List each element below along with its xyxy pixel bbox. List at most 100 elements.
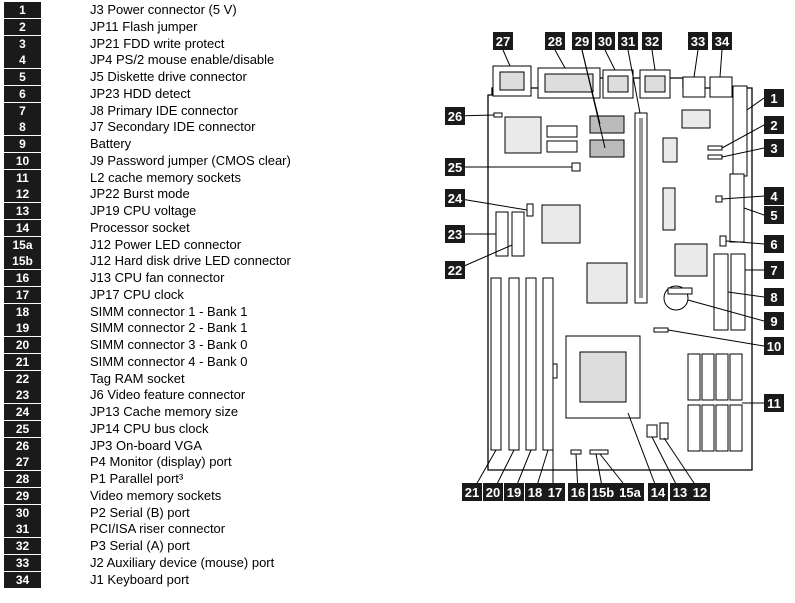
fdd-write-protect-jumper — [707, 154, 723, 160]
legend-item: 22 Tag RAM socket — [0, 370, 360, 387]
callout-8: 8 — [764, 288, 784, 306]
svg-text:28: 28 — [548, 34, 562, 49]
legend-label: J12 Power LED connector — [90, 236, 242, 252]
callout-3: 3 — [764, 139, 784, 157]
legend-label: JP21 FDD write protect — [90, 35, 225, 51]
svg-text:12: 12 — [693, 485, 707, 500]
svg-text:14: 14 — [651, 485, 666, 500]
legend-label: JP14 CPU bus clock — [90, 420, 209, 436]
rear-ports — [492, 65, 733, 99]
simm-sockets — [490, 277, 554, 451]
svg-text:10: 10 — [767, 339, 781, 354]
legend-number-badge: 12 — [4, 186, 41, 203]
svg-text:23: 23 — [448, 227, 462, 242]
burst-mode-jumper — [659, 422, 669, 440]
legend-number-badge: 21 — [4, 353, 41, 370]
callout-6: 6 — [764, 235, 784, 253]
svg-text:20: 20 — [486, 485, 500, 500]
legend-number-badge: 22 — [4, 370, 41, 387]
legend-label: SIMM connector 3 - Bank 0 — [90, 337, 248, 352]
keyboard-port — [709, 76, 733, 98]
diskette-connector — [729, 173, 745, 243]
callout-18: 18 — [525, 483, 545, 501]
legend-number-badge: 23 — [4, 387, 41, 404]
legend-label: J13 CPU fan connector — [90, 270, 225, 285]
led-connector — [589, 449, 609, 455]
legend-item: 29 Video memory sockets — [0, 487, 360, 504]
legend-number-badge: 9 — [4, 136, 41, 152]
legend-label: JP22 Burst mode — [90, 186, 190, 202]
legend-number-badge: 27 — [4, 454, 41, 471]
legend-label: P4 Monitor (display) port — [90, 454, 232, 470]
legend-label: SIMM connector 1 - Bank 1 — [90, 303, 248, 319]
svg-text:7: 7 — [770, 263, 777, 278]
callout-29: 29 — [572, 32, 592, 50]
callout-15b: 15b — [590, 483, 617, 501]
board-components — [493, 85, 748, 455]
legend-number-badge: 19 — [4, 320, 41, 337]
legend-number-badge: 15a — [4, 236, 41, 253]
mouse-jumper — [715, 195, 723, 203]
callout-28: 28 — [545, 32, 565, 50]
legend-label: J2 Auxiliary device (mouse) port — [90, 554, 275, 570]
svg-text:32: 32 — [645, 34, 659, 49]
legend-label: Tag RAM socket — [90, 370, 185, 386]
svg-text:17: 17 — [548, 485, 562, 500]
legend-label: SIMM connector 2 - Bank 1 — [90, 320, 248, 336]
callout-25: 25 — [445, 158, 465, 176]
cpu-bus-clock-jumper — [571, 162, 581, 172]
svg-text:1: 1 — [770, 91, 777, 106]
svg-text:30: 30 — [598, 34, 612, 49]
svg-text:18: 18 — [528, 485, 542, 500]
legend-label: Video memory sockets — [90, 487, 222, 503]
legend-number-badge: 29 — [4, 487, 41, 504]
legend-number-badge: 7 — [4, 102, 41, 119]
svg-text:19: 19 — [507, 485, 521, 500]
legend-number-badge: 17 — [4, 286, 41, 303]
legend-number-badge: 1 — [4, 2, 41, 18]
legend-number-badge: 4 — [4, 52, 41, 69]
legend-label: P1 Parallel port³ — [90, 471, 184, 486]
legend-item: 12 JP22 Burst mode — [0, 186, 360, 203]
legend-label: P2 Serial (B) port — [90, 504, 190, 520]
legend-number-badge: 33 — [4, 554, 41, 571]
callout-1: 1 — [764, 89, 784, 107]
svg-text:25: 25 — [448, 160, 462, 175]
video-memory-socket-1 — [589, 115, 625, 134]
vga-jumper — [493, 112, 503, 118]
secondary-ide — [713, 253, 729, 331]
callout-2: 2 — [764, 116, 784, 134]
legend-number-badge: 34 — [4, 571, 41, 588]
legend-label: Processor socket — [90, 219, 190, 235]
callout-4: 4 — [764, 187, 784, 205]
legend-number-badge: 24 — [4, 404, 41, 420]
callout-11: 11 — [764, 394, 784, 412]
svg-text:27: 27 — [496, 34, 510, 49]
callout-20: 20 — [483, 483, 503, 501]
svg-text:21: 21 — [465, 485, 479, 500]
legend-number-badge: 26 — [4, 437, 41, 454]
legend-label: P3 Serial (A) port — [90, 538, 190, 553]
callout-24: 24 — [445, 189, 465, 207]
legend-number-badge: 25 — [4, 420, 41, 437]
svg-text:31: 31 — [621, 34, 635, 49]
callout-16: 16 — [568, 483, 588, 501]
legend-label: JP17 CPU clock — [90, 286, 184, 302]
callout-7: 7 — [764, 261, 784, 279]
cache-size-jumper — [526, 203, 534, 217]
